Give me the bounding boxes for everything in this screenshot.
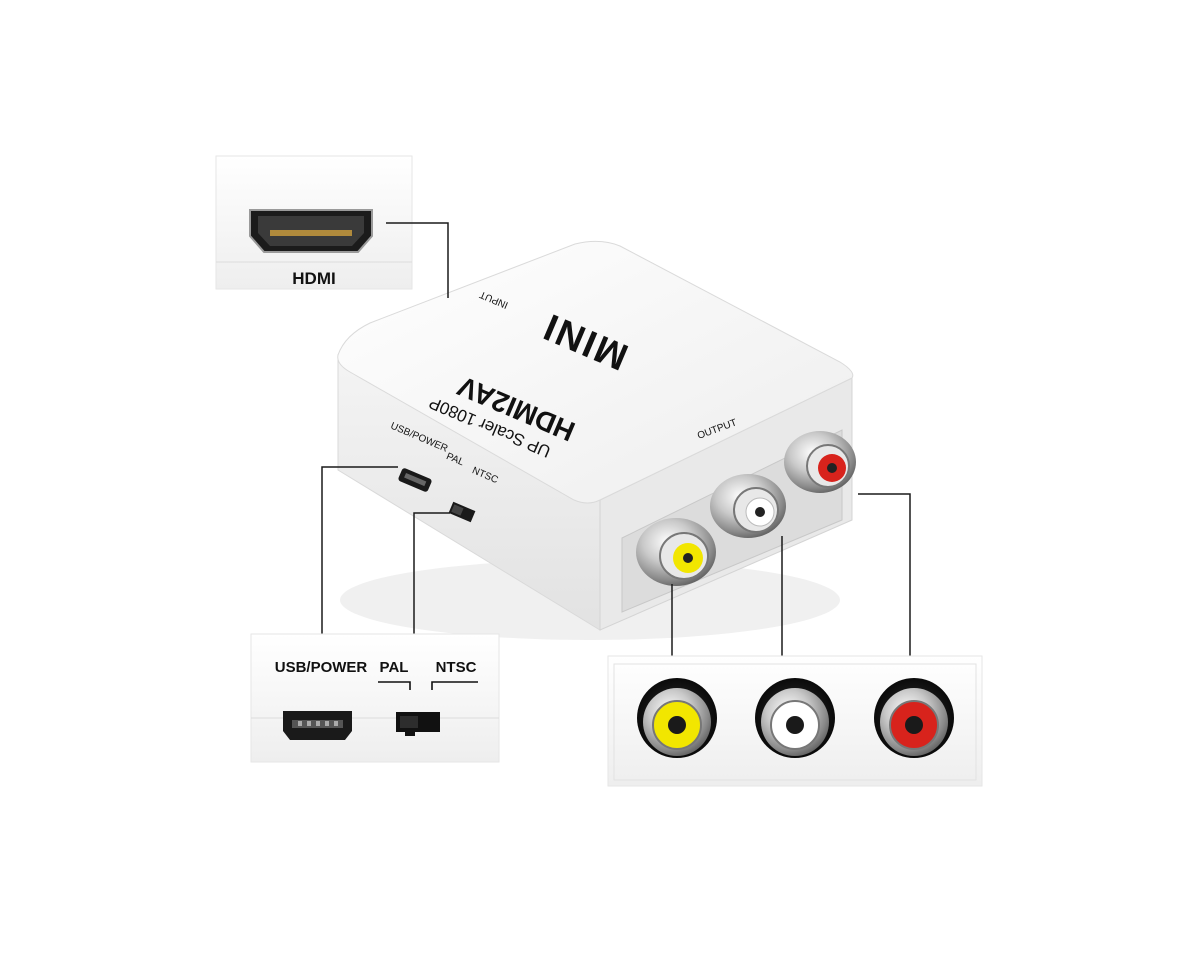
power-callout-panel: USB/POWER PAL NTSC (250, 633, 500, 763)
usb-leader-line (321, 466, 398, 645)
yellow-rca-jack-icon (637, 678, 717, 758)
white-rca-jack-icon (755, 678, 835, 758)
mini-usb-port-icon (283, 711, 352, 740)
slide-switch-icon (396, 712, 440, 736)
power-ntsc-label: NTSC (436, 659, 477, 676)
power-pal-label: PAL (380, 659, 409, 676)
rca-callout-panel (607, 655, 983, 787)
device-usb-port-icon (398, 468, 432, 492)
hdmi-leader-line (386, 222, 449, 298)
switch-leader-line (413, 512, 450, 668)
power-usb-label: USB/POWER (275, 659, 368, 676)
device-yellow-rca-jack (636, 518, 716, 586)
hdmi-label: HDMI (292, 269, 335, 288)
device-red-rca-jack (784, 431, 856, 493)
hdmi-port-icon (249, 209, 373, 253)
device-slide-switch-icon (448, 501, 476, 523)
converter-device: MINI HDMI2AV UP Scaler 1080P INPUT OUTPU… (337, 240, 856, 640)
device-white-rca-jack (710, 474, 786, 538)
hdmi-callout-panel: HDMI (215, 155, 413, 290)
red-rca-jack-icon (874, 678, 954, 758)
red-leader-line (858, 493, 911, 682)
